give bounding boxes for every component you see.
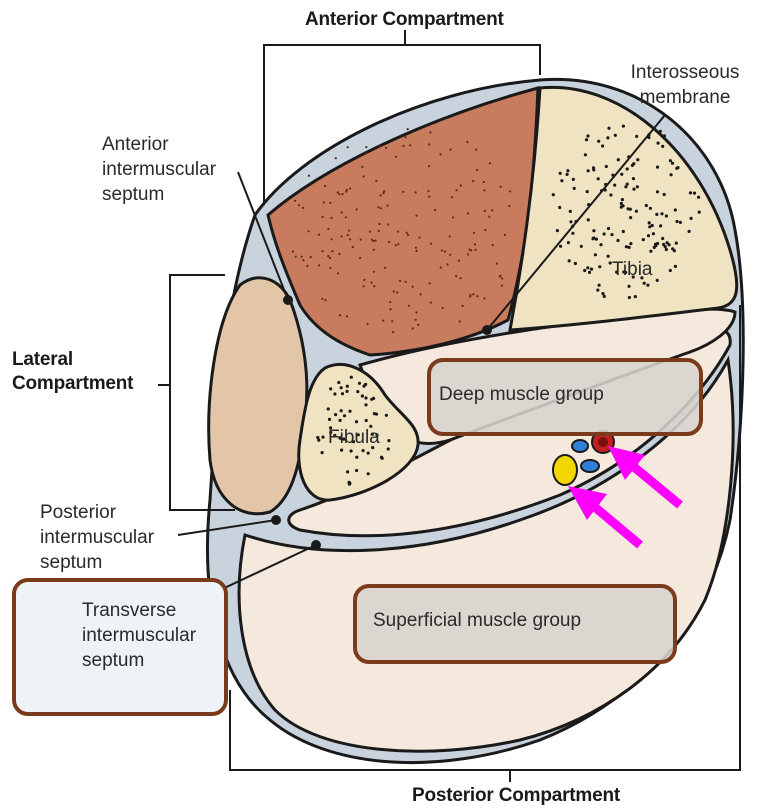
interosseous-membrane-label: Interosseous membrane	[620, 60, 750, 110]
transverse-septum-label: Transverse intermuscular septum	[82, 598, 196, 673]
tibia-label: Tibia	[612, 257, 652, 282]
posterior-tibial-vein-2	[581, 460, 599, 472]
anterior-compartment-label: Anterior Compartment	[305, 8, 504, 32]
posterior-compartment-label: Posterior Compartment	[412, 784, 620, 808]
tibia-bone	[510, 87, 737, 330]
deep-muscle-group-callout: Deep muscle group	[427, 358, 703, 436]
superficial-muscle-group-callout: Superficial muscle group	[353, 584, 677, 664]
fibula-label: Fibula	[328, 425, 380, 450]
lateral-muscle	[209, 278, 307, 514]
deep-muscle-group-label: Deep muscle group	[439, 382, 604, 407]
superficial-muscle-group-label: Superficial muscle group	[373, 608, 581, 633]
lateral-compartment-label: Lateral Compartment	[12, 348, 133, 396]
tibial-nerve	[553, 455, 577, 485]
posterior-septum-label: Posterior intermuscular septum	[40, 500, 154, 575]
artery-lumen	[598, 437, 608, 447]
posterior-tibial-vein-1	[572, 440, 588, 452]
anterior-septum-label: Anterior intermuscular septum	[102, 132, 216, 207]
transverse-septum-callout: Transverse intermuscular septum	[12, 578, 228, 716]
